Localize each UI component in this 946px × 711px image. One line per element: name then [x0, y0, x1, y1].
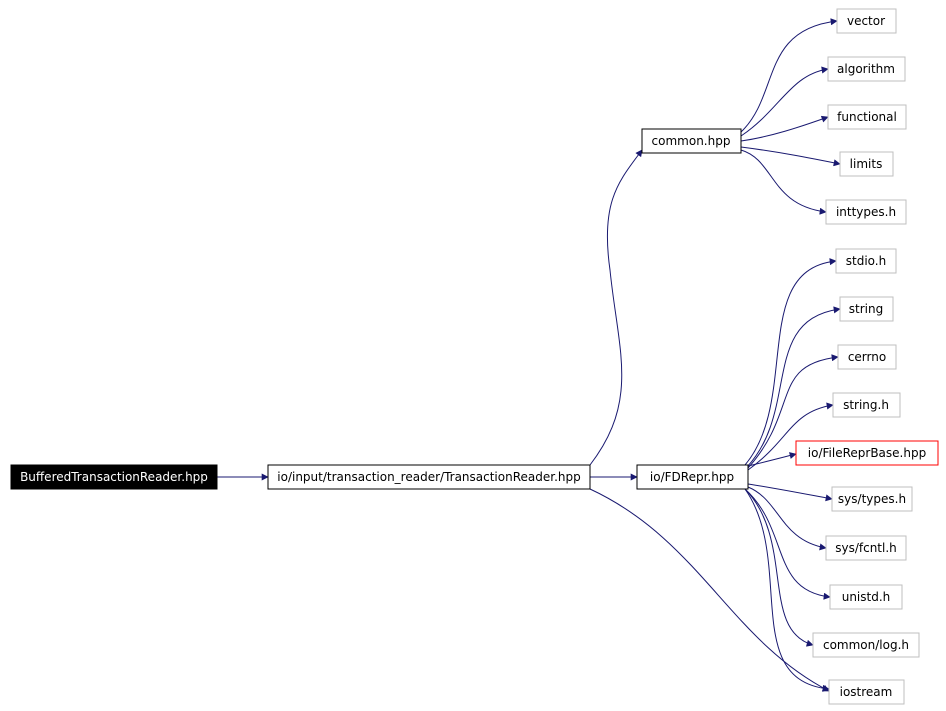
edge-common-to-algorithm — [740, 66, 829, 137]
node-common-log[interactable]: common/log.h — [812, 632, 920, 658]
node-transaction-reader-label: io/input/transaction_reader/TransactionR… — [277, 470, 580, 484]
node-filereprbase-label: io/FileReprBase.hpp — [808, 446, 926, 460]
node-common[interactable]: common.hpp — [641, 128, 742, 154]
node-vector[interactable]: vector — [836, 8, 897, 34]
edge-common-to-limits — [740, 146, 841, 167]
node-common-log-label: common/log.h — [823, 638, 909, 652]
node-common-label: common.hpp — [652, 134, 731, 148]
edge-common-to-functional — [740, 115, 829, 142]
node-unistd-label: unistd.h — [842, 590, 891, 604]
edge-fdrepr-to-unistd — [744, 488, 831, 600]
node-iostream-label: iostream — [840, 685, 893, 699]
node-string[interactable]: string — [839, 296, 894, 322]
node-stdio-label: stdio.h — [846, 254, 886, 268]
edge-transaction-reader-to-common — [589, 149, 643, 466]
node-inttypes[interactable]: inttypes.h — [825, 199, 907, 225]
edge-common-to-vector — [740, 18, 838, 133]
node-transaction-reader[interactable]: io/input/transaction_reader/TransactionR… — [267, 464, 591, 490]
node-sys-types-label: sys/types.h — [838, 492, 906, 506]
node-limits-label: limits — [850, 157, 883, 171]
node-functional-label: functional — [837, 110, 897, 124]
edge-fdrepr-to-iostream — [744, 488, 830, 692]
node-sys-types[interactable]: sys/types.h — [831, 486, 913, 512]
edge-fdrepr-to-stdio — [744, 258, 837, 466]
edge-fdrepr-to-common-log — [744, 488, 814, 647]
node-cerrno-label: cerrno — [848, 350, 886, 364]
node-cerrno[interactable]: cerrno — [837, 344, 897, 370]
node-iostream[interactable]: iostream — [828, 679, 905, 705]
node-string-label: string — [849, 302, 883, 316]
node-vector-label: vector — [847, 14, 885, 28]
node-sys-fcntl[interactable]: sys/fcntl.h — [825, 535, 907, 561]
edge-fdrepr-to-filereprbase — [747, 452, 797, 467]
edge-fdrepr-to-string-h — [747, 402, 834, 471]
node-inttypes-label: inttypes.h — [836, 205, 896, 219]
node-root-label: BufferedTransactionReader.hpp — [20, 470, 208, 484]
edge-fdrepr-to-cerrno — [747, 354, 839, 469]
node-root[interactable]: BufferedTransactionReader.hpp — [10, 464, 218, 490]
node-functional[interactable]: functional — [827, 104, 907, 130]
node-string-h-label: string.h — [843, 398, 889, 412]
node-sys-fcntl-label: sys/fcntl.h — [835, 541, 897, 555]
node-filereprbase[interactable]: io/FileReprBase.hpp — [795, 440, 939, 466]
edge-transaction-reader-to-iostream — [589, 488, 830, 692]
node-fdrepr[interactable]: io/FDRepr.hpp — [636, 464, 749, 490]
node-fdrepr-label: io/FDRepr.hpp — [650, 470, 734, 484]
node-limits[interactable]: limits — [839, 151, 894, 177]
node-string-h[interactable]: string.h — [832, 392, 901, 418]
node-algorithm[interactable]: algorithm — [827, 56, 906, 82]
edge-fdrepr-to-sys-types — [747, 483, 833, 502]
node-algorithm-label: algorithm — [837, 62, 895, 76]
edge-common-to-inttypes — [740, 149, 827, 215]
node-unistd[interactable]: unistd.h — [829, 584, 903, 610]
edge-fdrepr-to-string — [746, 306, 841, 468]
edge-fdrepr-to-sys-fcntl — [747, 486, 827, 551]
node-stdio[interactable]: stdio.h — [835, 248, 897, 274]
